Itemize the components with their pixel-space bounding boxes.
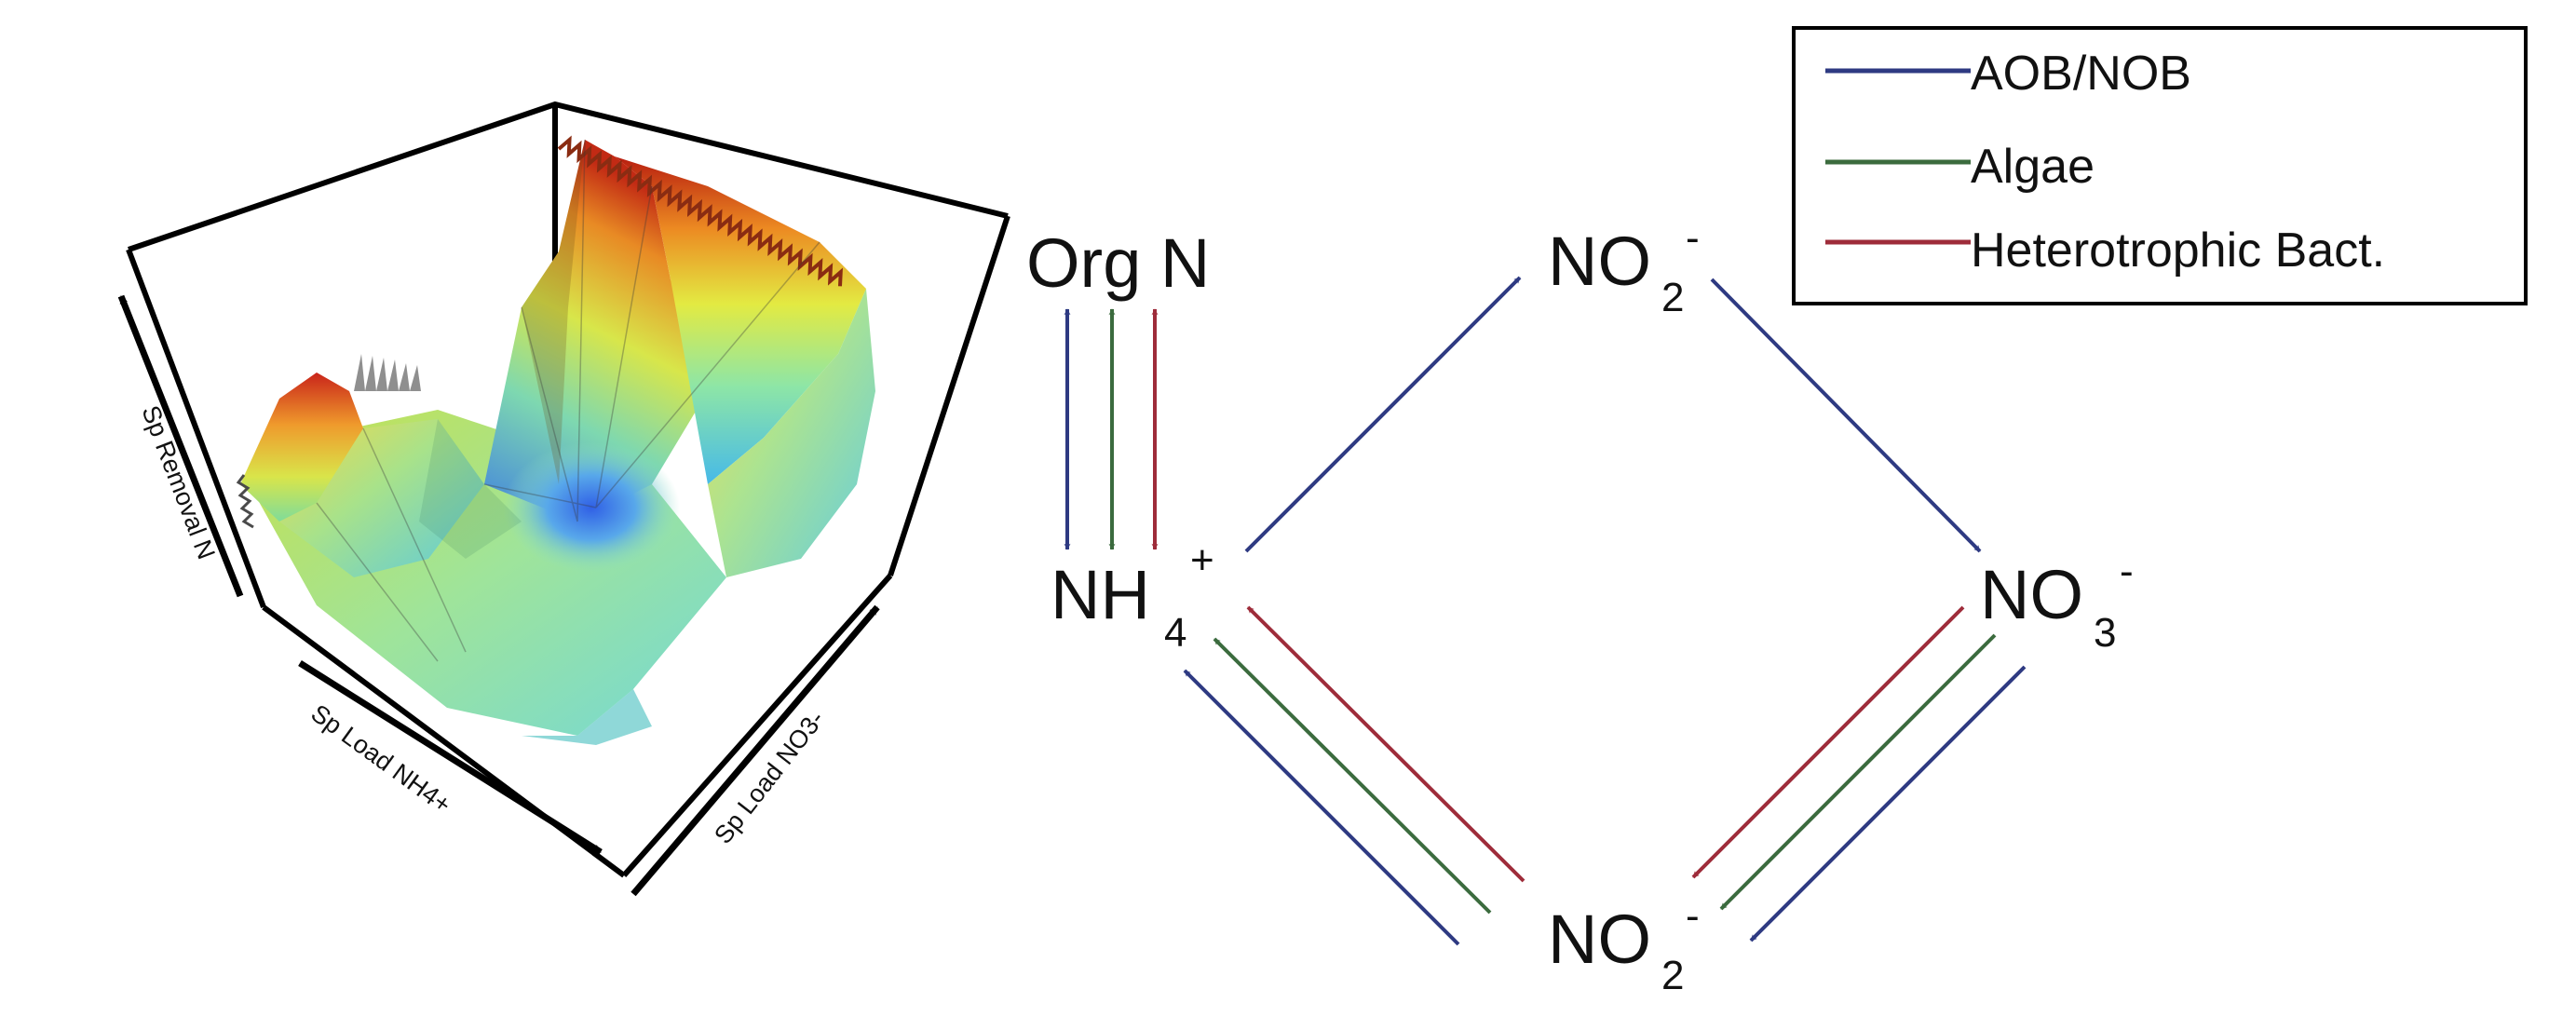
node-no2-bottom: NO 2 - bbox=[1548, 893, 1700, 998]
x-axis-arrow bbox=[298, 660, 603, 855]
nitrogen-cycle-diagram: Org N NH 4 + NO 2 - NO 3 - NO 2 - bbox=[1026, 215, 2134, 998]
legend-entry-heterotrophic: Heterotrophic Bact. bbox=[1825, 224, 2385, 278]
no3-subscript: 3 bbox=[2094, 610, 2116, 656]
no2-top-subscript: 2 bbox=[1661, 275, 1684, 320]
no3-superscript: - bbox=[2120, 549, 2134, 594]
no2-nh4-algae-arrow bbox=[1213, 637, 1492, 915]
no2-nh4-aob-arrow bbox=[1183, 669, 1460, 946]
node-nh4: NH 4 + bbox=[1051, 537, 1214, 656]
legend-box bbox=[1792, 26, 2528, 305]
axis-arrows bbox=[117, 294, 880, 897]
no3-no2-algae-arrow bbox=[1719, 633, 1997, 911]
no3-to-no2-arrows bbox=[1691, 605, 2027, 942]
legend-label: Heterotrophic Bact. bbox=[1971, 224, 2385, 278]
no2-bottom-label: NO bbox=[1548, 901, 1651, 978]
y-axis-arrow bbox=[630, 604, 880, 897]
surface-mesh bbox=[236, 135, 875, 745]
nh4-subscript: 4 bbox=[1164, 610, 1186, 656]
nh4-label: NH bbox=[1051, 556, 1150, 633]
legend-label: AOB/NOB bbox=[1971, 47, 2191, 101]
y-axis-label: Sp Load NO3- bbox=[709, 705, 830, 848]
no3-no2-hetero-arrow bbox=[1691, 605, 1965, 879]
no2-top-superscript: - bbox=[1686, 215, 1700, 261]
z-axis-arrow bbox=[117, 294, 244, 598]
legend-entry-aob-nob: AOB/NOB bbox=[1825, 47, 2191, 101]
org-n-label: Org N bbox=[1026, 224, 1210, 302]
nh4-to-no2-arrow bbox=[1244, 276, 1522, 553]
no2-nh4-hetero-arrow bbox=[1246, 605, 1525, 883]
legend-entry-algae: Algae bbox=[1825, 140, 2095, 194]
no2-to-no3-arrow bbox=[1710, 278, 1982, 553]
no3-label: NO bbox=[1980, 556, 2083, 633]
plot-box bbox=[126, 101, 1010, 609]
node-org-n: Org N bbox=[1026, 224, 1210, 302]
orgn-nh4-arrows bbox=[1064, 308, 1159, 550]
node-no3: NO 3 - bbox=[1980, 549, 2134, 656]
surface-plot: Sp Removal N Sp Load NH4+ Sp Load NO3- bbox=[117, 101, 1010, 897]
node-no2-top: NO 2 - bbox=[1548, 215, 1700, 320]
no2-bottom-superscript: - bbox=[1686, 893, 1700, 939]
legend: AOB/NOB Algae Heterotrophic Bact. bbox=[1792, 26, 2528, 305]
nh4-superscript: + bbox=[1190, 537, 1214, 583]
legend-label: Algae bbox=[1971, 140, 2095, 194]
no2-top-label: NO bbox=[1548, 223, 1651, 300]
no2-to-nh4-arrows bbox=[1183, 605, 1525, 946]
no3-no2-aob-arrow bbox=[1749, 665, 2027, 942]
z-axis-label: Sp Removal N bbox=[136, 401, 220, 562]
no2-bottom-subscript: 2 bbox=[1661, 953, 1684, 998]
